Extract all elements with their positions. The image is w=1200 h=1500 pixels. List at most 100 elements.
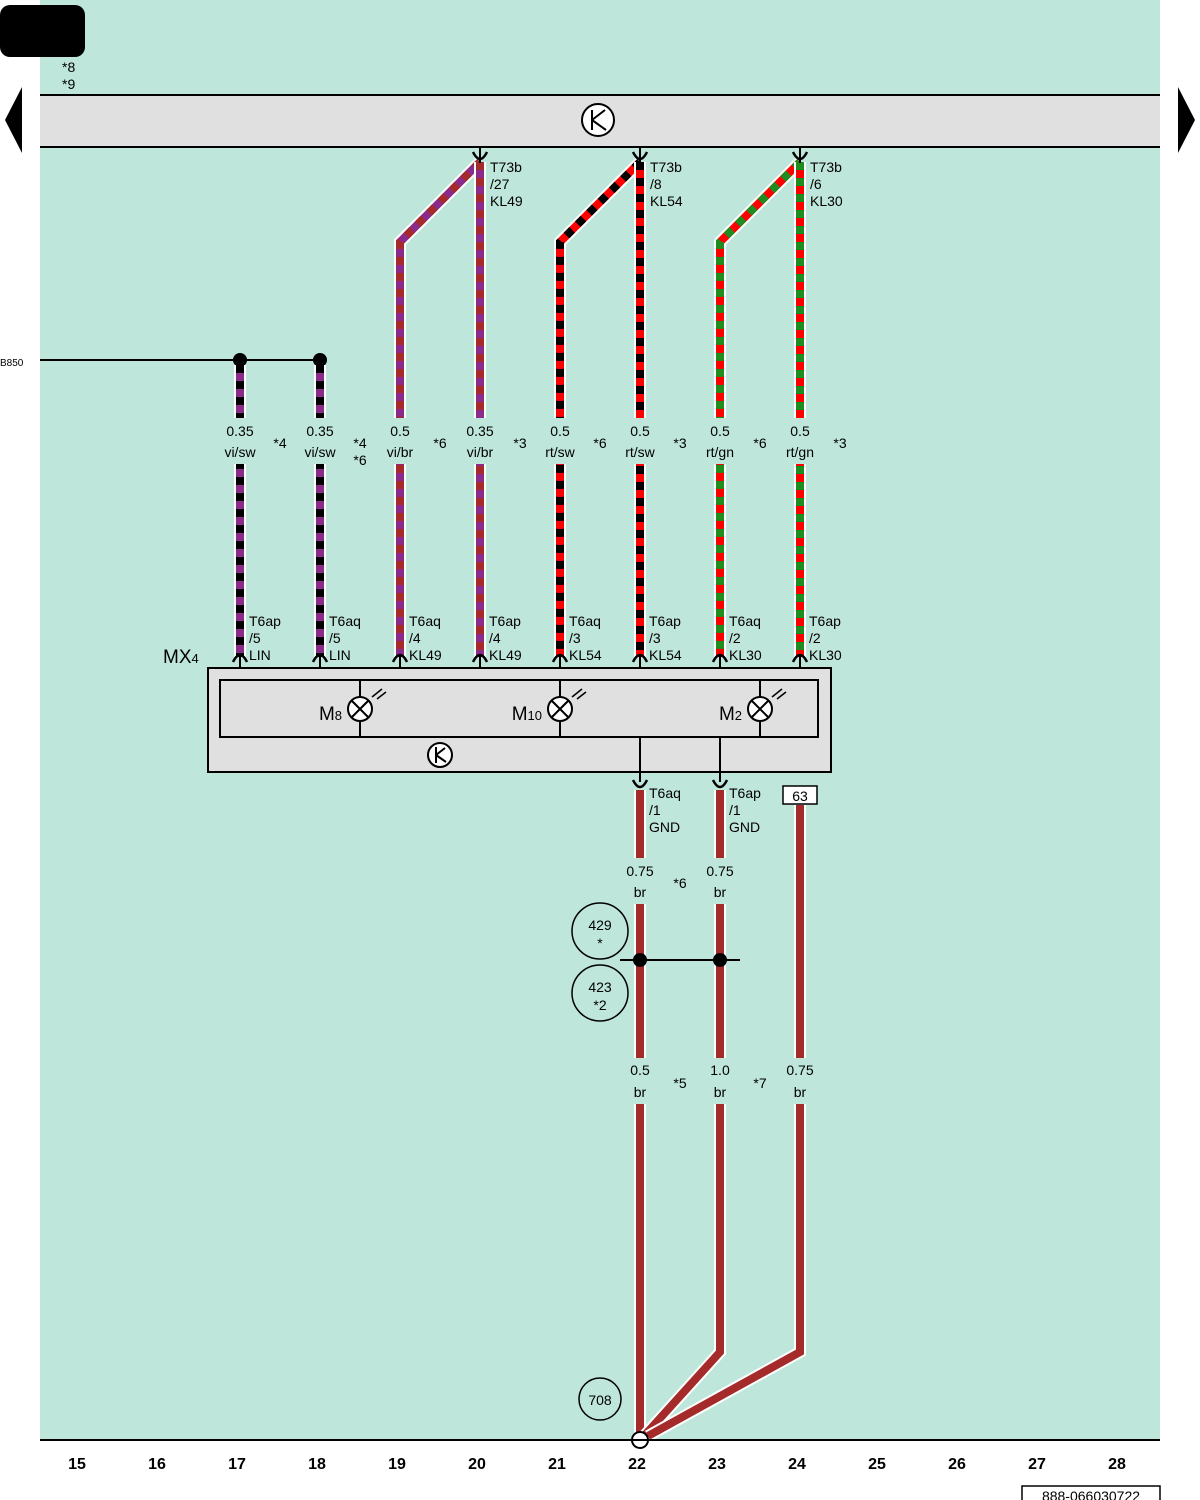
lamp-label: M2	[719, 704, 742, 725]
column-number: 23	[708, 1456, 726, 1473]
label-bg	[700, 1058, 740, 1104]
module-pin-signal: KL30	[809, 647, 842, 663]
ground-pin-number: /1	[649, 802, 661, 818]
wire-size-label: 0.35	[226, 423, 253, 439]
top-connector-name: T73b	[810, 159, 842, 175]
column-number: 26	[948, 1456, 966, 1473]
module-pin-name: T6aq	[409, 613, 441, 629]
column-number: 20	[468, 1456, 486, 1473]
column-number: 25	[868, 1456, 886, 1473]
electronic-symbol-icon	[427, 742, 453, 768]
column-number: 19	[388, 1456, 406, 1473]
connector-fork-icon	[231, 653, 249, 663]
label-bg	[700, 418, 740, 464]
wire-color-label: rt/gn	[786, 444, 814, 460]
lamp-name: M	[512, 704, 528, 725]
wire-note-label: *7	[753, 1075, 766, 1091]
lamp-sub: 2	[735, 708, 742, 723]
splice-node	[313, 353, 327, 367]
top-connector-pin: /8	[650, 176, 662, 192]
connector-fork-icon	[711, 653, 729, 663]
ground-point-label: 708	[588, 1392, 612, 1408]
module-pin-signal: KL54	[569, 647, 602, 663]
module-pin-number: /3	[649, 630, 661, 646]
label-bg	[460, 418, 500, 464]
wire-3-stripe	[396, 159, 483, 657]
top-connector-pin: /27	[490, 176, 510, 192]
ref-box	[782, 785, 818, 805]
footer-code-box	[1021, 1485, 1161, 1500]
module-pin-name: T6ap	[489, 613, 521, 629]
header-note-2: *9	[62, 76, 75, 92]
top-connector-signal: KL30	[810, 193, 843, 209]
ground-wire-3	[646, 805, 804, 1440]
label-bg	[700, 858, 740, 904]
wire-note-label: *6	[673, 875, 686, 891]
label-bg	[300, 418, 340, 464]
module-pin-signal: KL49	[489, 647, 522, 663]
column-number: 15	[68, 1456, 86, 1473]
ground-pin-signal: GND	[729, 819, 760, 835]
column-number: 22	[628, 1456, 646, 1473]
splice-node	[713, 953, 727, 967]
wire-size-label: 0.75	[706, 863, 733, 879]
splice-node	[233, 353, 247, 367]
module-internals	[359, 680, 761, 782]
electronic-symbol-icon	[581, 103, 615, 137]
wire-note-label: *3	[513, 435, 526, 451]
lamp-ray	[771, 688, 783, 698]
label-bg	[220, 418, 260, 464]
wire-note-label: *5	[673, 1075, 686, 1091]
wire-size-label: 0.5	[390, 423, 410, 439]
lamp-cross	[551, 700, 569, 718]
column-number: 24	[788, 1456, 806, 1473]
ground-section: T6aq/1GNDT6ap/1GND630.75br0.75br*6429*42…	[571, 779, 820, 1449]
wire-color-label: br	[634, 884, 647, 900]
wire-note-label: *4	[353, 435, 366, 451]
module-pin-number: /5	[329, 630, 341, 646]
wire-7-stripe	[716, 159, 803, 657]
wire-size-label: 0.75	[626, 863, 653, 879]
module-pin-number: /5	[249, 630, 261, 646]
connector-fork-icon	[791, 653, 809, 663]
ref-box-label: 63	[792, 788, 808, 804]
wire-color-label: rt/gn	[706, 444, 734, 460]
prev-page-arrow-icon[interactable]	[5, 87, 22, 153]
splice-ref-note: *2	[593, 997, 606, 1013]
wire-color-label: rt/sw	[625, 444, 655, 460]
connector-fork-icon	[311, 653, 329, 663]
connector-fork-icon	[551, 653, 569, 663]
lamp-cross	[351, 700, 369, 718]
wire-color-label: vi/sw	[304, 444, 336, 460]
splice-ref-note: *	[597, 935, 603, 951]
ground-wire-2	[641, 790, 724, 1439]
module-pin-number: /2	[809, 630, 821, 646]
wire-size-label: 0.5	[630, 1062, 650, 1078]
wire-note-label: *6	[353, 452, 366, 468]
page-tab	[0, 5, 85, 57]
module-pin-name: T6aq	[329, 613, 361, 629]
ground-pin-name: T6ap	[729, 785, 761, 801]
footer-code: 888-066030722	[1042, 1488, 1140, 1500]
connector-fork-icon	[631, 653, 649, 663]
wire-color-label: vi/br	[387, 444, 414, 460]
splice-ref-circle	[571, 964, 629, 1022]
ground-pin-signal: GND	[649, 819, 680, 835]
wire-note-label: *4	[273, 435, 286, 451]
wire-size-label: 0.75	[786, 1062, 813, 1078]
ground-pin-number: /1	[729, 802, 741, 818]
connector-fork-icon	[631, 779, 649, 789]
lamp-ray	[376, 691, 387, 700]
column-number: 17	[228, 1456, 246, 1473]
lamp-ray	[571, 688, 583, 698]
wire-note-label: *6	[593, 435, 606, 451]
lamp-name: M	[719, 704, 735, 725]
lamp-sub: 8	[335, 708, 342, 723]
top-connector-signal: KL54	[650, 193, 683, 209]
module-pin-number: /2	[729, 630, 741, 646]
lamp-ray	[776, 691, 787, 700]
column-number: 18	[308, 1456, 326, 1473]
next-page-arrow-icon[interactable]	[1178, 87, 1195, 153]
lamp-label: M10	[512, 704, 542, 725]
